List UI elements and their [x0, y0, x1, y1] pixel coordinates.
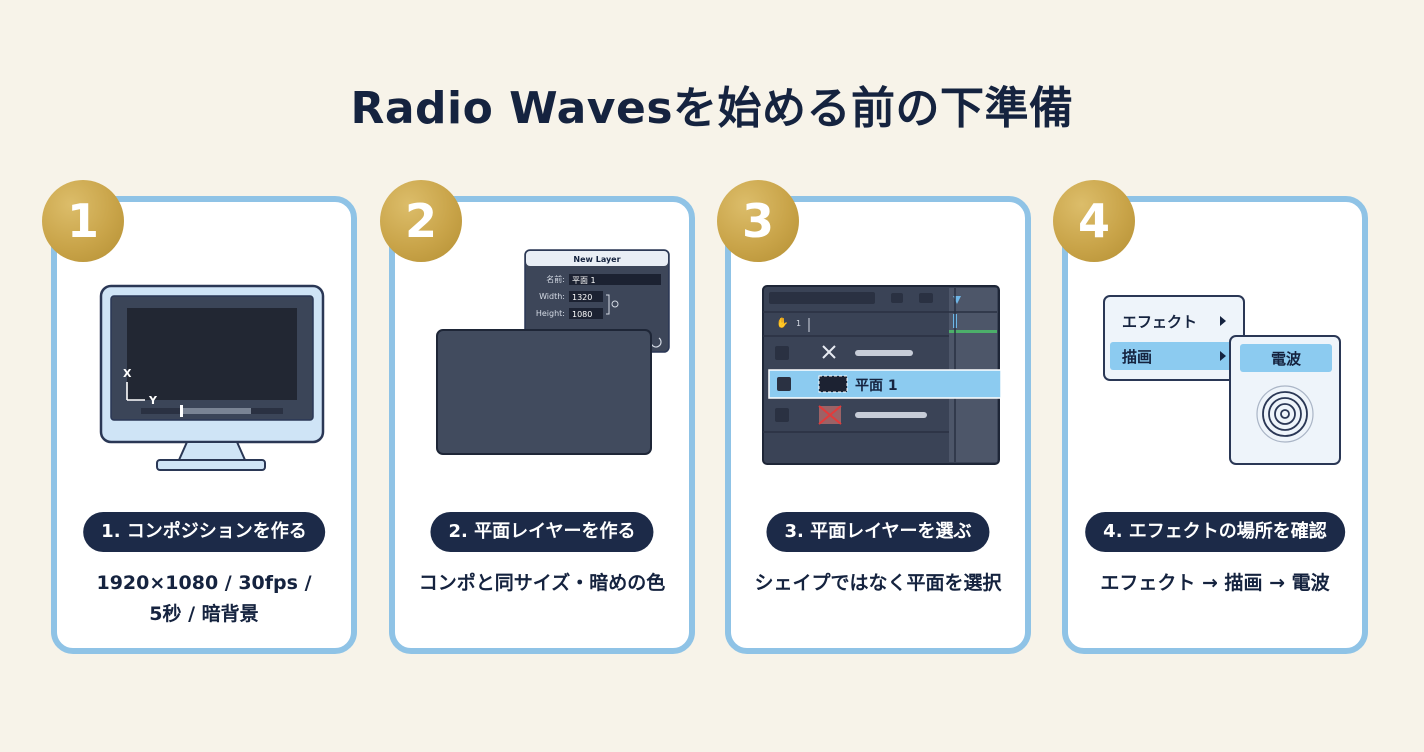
panel-header	[769, 292, 875, 304]
link-bracket-icon	[606, 294, 610, 315]
selected-layer-label: 平面 1	[855, 378, 898, 394]
solid-layer-preview	[436, 329, 652, 455]
layer-row-3-checkbox[interactable]	[775, 408, 789, 422]
name-field[interactable]	[569, 274, 661, 285]
step-description: エフェクト → 描画 → 電波	[1078, 568, 1352, 599]
header-icon	[891, 293, 903, 303]
step-card-4: エフェクト 描画 電波 4. エフェクトの場所を確認 エフェクト → 描画 → …	[1062, 196, 1368, 654]
dialog-title: New Layer	[573, 255, 620, 264]
desc-line-1: コンポと同サイズ・暗めの色	[418, 572, 666, 594]
step-description: 1920×1080 / 30fps / 5秒 / 暗背景	[67, 568, 341, 630]
page-title: Radio Wavesを始める前の下準備	[350, 83, 1074, 134]
step-label-pill: 1. コンポジションを作る	[83, 512, 325, 552]
selected-layer-row[interactable]	[768, 369, 1002, 399]
desc-line-1: エフェクト → 描画 → 電波	[1100, 572, 1330, 594]
layer-row-3-name	[855, 412, 927, 418]
layer-row-1-checkbox[interactable]	[775, 346, 789, 360]
monitor-stand	[156, 459, 266, 471]
link-chain-icon	[611, 300, 619, 308]
layer-row-1-name	[855, 350, 913, 356]
height-label: Height:	[536, 309, 565, 318]
menu-item-render: 描画	[1122, 348, 1152, 366]
width-label: Width:	[539, 292, 565, 301]
desc-line-2: 5秒 / 暗背景	[149, 603, 259, 625]
effect-menu-illustration: エフェクト 描画 電波	[1103, 295, 1341, 465]
axis-x-label: X	[123, 367, 132, 380]
radio-waves-label: 電波	[1271, 350, 1302, 368]
step-label-pill: 3. 平面レイヤーを選ぶ	[766, 512, 990, 552]
timeline-playhead	[180, 405, 183, 417]
step-label-pill: 2. 平面レイヤーを作る	[430, 512, 654, 552]
step-badge-4: 4	[1053, 180, 1135, 262]
work-area-bar	[949, 330, 997, 333]
step-card-1: X Y 1. コンポジションを作る 1920×1080 / 30fps / 5秒…	[51, 196, 357, 654]
timeline-illustration: ✋ 1 平面 1	[762, 285, 1002, 465]
step-badge-1: 1	[42, 180, 124, 262]
desc-line-1: 1920×1080 / 30fps /	[96, 572, 312, 594]
header-icon-2	[919, 293, 933, 303]
monitor-neck	[177, 441, 247, 461]
close-icon	[822, 345, 836, 359]
axis-y-label: Y	[148, 394, 158, 407]
solid-thumbnail	[818, 375, 848, 393]
step-description: コンポと同サイズ・暗めの色	[405, 568, 679, 599]
step-badge-2: 2	[380, 180, 462, 262]
step-description: シェイプではなく平面を選択	[741, 568, 1015, 599]
name-value: 平面 1	[572, 276, 596, 285]
menu-item-render-bg[interactable]	[1110, 342, 1238, 370]
new-layer-illustration: New Layer 名前: 平面 1 Width: 1320 Height: 1…	[436, 249, 670, 455]
desc-line-1: シェイプではなく平面を選択	[754, 572, 1002, 594]
step-card-3: ✋ 1 平面 1 3. 平面レイヤーを選ぶ シェイプではなく平面を選択	[725, 196, 1031, 654]
dialog-titlebar	[526, 251, 668, 266]
timeline-progress	[181, 408, 251, 414]
layer-index: 1	[796, 319, 801, 328]
chevron-right-icon	[1220, 351, 1226, 361]
chevron-right-icon	[1220, 316, 1226, 326]
height-field[interactable]	[569, 308, 603, 319]
radio-waves-icon	[1256, 385, 1314, 443]
layer-row-2-checkbox	[777, 377, 791, 391]
width-field[interactable]	[569, 291, 603, 302]
hand-icon: ✋	[776, 316, 788, 329]
width-value: 1320	[572, 293, 592, 302]
step-card-2: New Layer 名前: 平面 1 Width: 1320 Height: 1…	[389, 196, 695, 654]
composition-area	[127, 308, 297, 400]
name-label: 名前:	[546, 274, 565, 284]
step-badge-3: 3	[717, 180, 799, 262]
submenu-item-radio-waves[interactable]	[1240, 344, 1332, 372]
shape-cross-icon	[818, 405, 842, 425]
height-value: 1080	[572, 310, 592, 319]
menu-item-effect: エフェクト	[1122, 313, 1197, 331]
monitor-illustration: X Y	[99, 284, 325, 471]
step-label-pill: 4. エフェクトの場所を確認	[1085, 512, 1345, 552]
